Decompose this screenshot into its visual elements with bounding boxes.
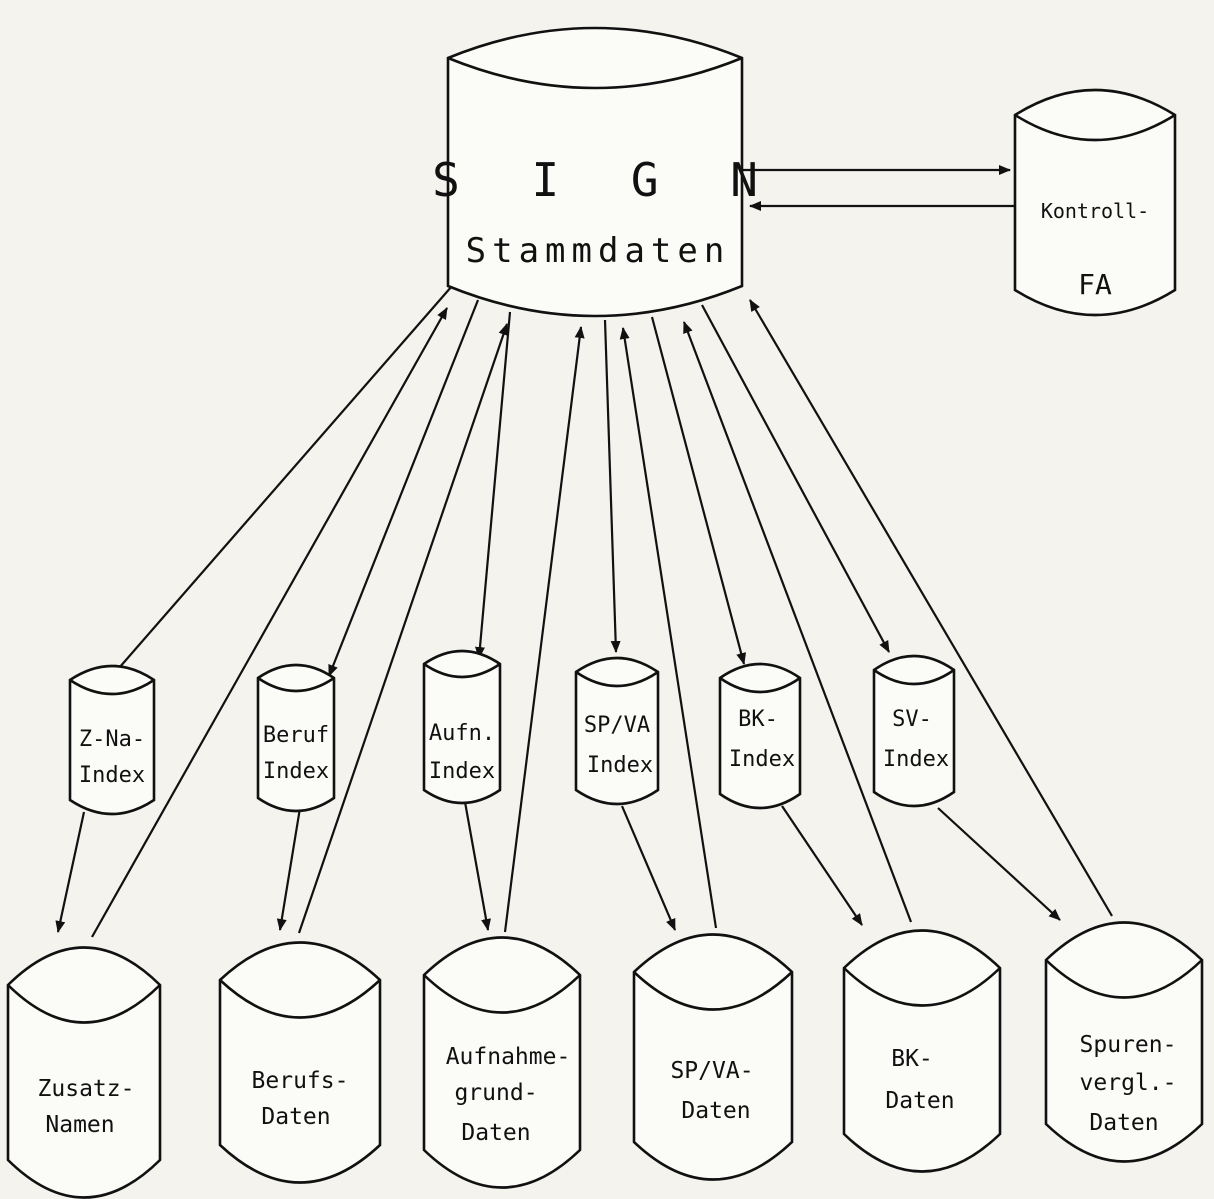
data-store-label-1: BK- [891, 1046, 933, 1072]
index-label-1: Z-Na- [79, 727, 145, 752]
edge-beruf-index-to-berufs [276, 807, 302, 931]
control-store: Kontroll- FA [1013, 88, 1177, 317]
edge-main-to-aufn-index [475, 311, 512, 659]
edge-berufs-to-main [297, 323, 509, 934]
data-store-label-2: vergl.- [1080, 1070, 1177, 1096]
edge-main-to-bk-index [650, 316, 747, 665]
edge-spuren-to-main [749, 299, 1113, 917]
data-store-label-1: SP/VA- [670, 1058, 753, 1084]
index-label-1: BK- [738, 707, 778, 732]
index-store-zna: Z-Na- Index [68, 664, 156, 816]
data-store-label-2: grund- [454, 1080, 537, 1106]
index-label-2: Index [729, 747, 795, 772]
data-store-berufs: Berufs- Daten [218, 941, 382, 1184]
edge-aufn-index-to-aufnahme [463, 801, 491, 931]
index-label-1: SP/VA [584, 713, 650, 738]
edge-zna-index-to-zusatz [55, 811, 86, 933]
index-label-1: SV- [892, 707, 932, 732]
data-store-label-2: Namen [45, 1112, 114, 1138]
data-store-aufnahme: Aufnahme- grund- Daten [422, 936, 582, 1189]
data-store-label-3: Daten [461, 1120, 530, 1146]
edge-bk-index-to-bk [781, 805, 863, 926]
index-label-2: Index [587, 753, 653, 778]
index-store-beruf: Beruf Index [256, 663, 336, 813]
edge-aufnahme-to-main [503, 326, 585, 933]
edge-sv-index-to-spuren [937, 807, 1061, 921]
data-store-spuren: Spuren- vergl.- Daten [1044, 921, 1204, 1163]
data-store-label-1: Spuren- [1080, 1032, 1177, 1058]
data-store-spva: SP/VA- Daten [632, 933, 794, 1181]
index-label-1: Beruf [263, 723, 329, 748]
data-store-label-1: Zusatz- [38, 1076, 135, 1102]
index-label-2: Index [429, 759, 495, 784]
edge-main-to-zna-index [111, 285, 453, 677]
control-store-label-1: Kontroll- [1041, 199, 1149, 223]
edge-main-to-beruf-index [327, 299, 480, 677]
edge-zusatz-to-main [91, 307, 448, 938]
index-label-2: Index [883, 747, 949, 772]
edge-spva-index-to-spva [620, 805, 677, 931]
data-store-bk: BK- Daten [842, 929, 1002, 1173]
index-label-1: Aufn. [429, 721, 495, 746]
index-store-bk: BK- Index [718, 662, 802, 810]
data-store-label-2: Daten [261, 1104, 330, 1130]
data-store-label-2: Daten [681, 1098, 750, 1124]
main-store-title: S I G N [432, 153, 780, 207]
edge-main-to-sv-index [701, 304, 890, 653]
data-store-label-1: Berufs- [252, 1068, 349, 1094]
control-store-label-2: FA [1078, 268, 1112, 301]
index-label-2: Index [263, 759, 329, 784]
main-store-subtitle: Stammdaten [466, 231, 731, 271]
index-store-sv: SV- Index [872, 654, 956, 808]
edge-spva-to-main [619, 327, 718, 929]
data-store-label-1: Aufnahme- [446, 1044, 571, 1070]
index-store-aufn: Aufn. Index [422, 649, 502, 805]
data-store-label-3: Daten [1089, 1110, 1158, 1136]
data-store-zusatz: Zusatz- Namen [6, 946, 162, 1199]
main-store: S I G N Stammdaten [432, 26, 780, 318]
index-label-2: Index [79, 763, 145, 788]
index-store-spva: SP/VA Index [574, 656, 660, 806]
edge-bk-to-main [682, 321, 913, 923]
edge-main-to-spva-index [603, 319, 621, 653]
data-store-label-2: Daten [885, 1088, 954, 1114]
connections [55, 165, 1113, 938]
